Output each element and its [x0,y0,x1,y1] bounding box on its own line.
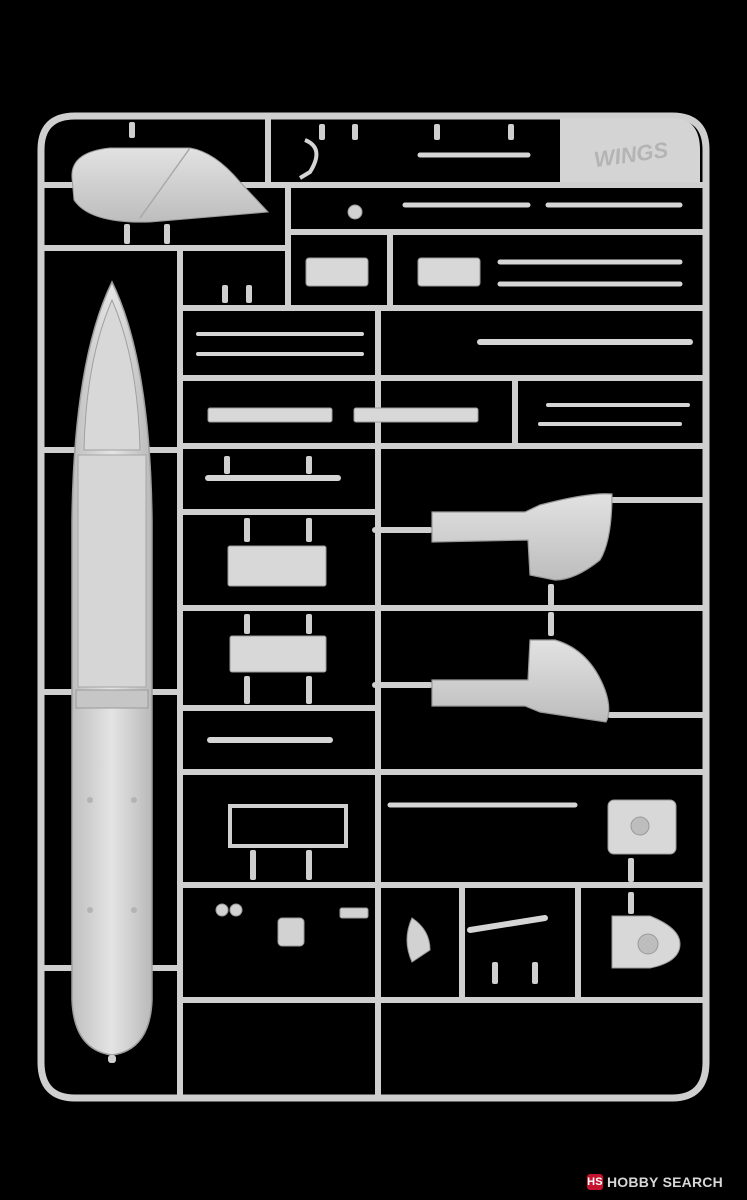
wings-logo-plate: WINGS [560,118,700,182]
detail-parts [215,138,431,963]
hobby-search-watermark: HS HOBBY SEARCH [587,1171,723,1193]
strut-parts [196,152,693,933]
rudder-part [48,147,270,223]
watermark-text: HOBBY [607,1174,659,1190]
hobby-search-logo-icon: HS [587,1174,603,1190]
small-parts [207,257,681,969]
vertical-runners [177,117,581,1098]
sprue-frame [37,112,710,1102]
float-hull-part [71,280,153,1056]
gate-stubs [108,122,634,1063]
watermark-text-2: SEARCH [662,1174,723,1190]
cowling-parts [431,493,613,723]
